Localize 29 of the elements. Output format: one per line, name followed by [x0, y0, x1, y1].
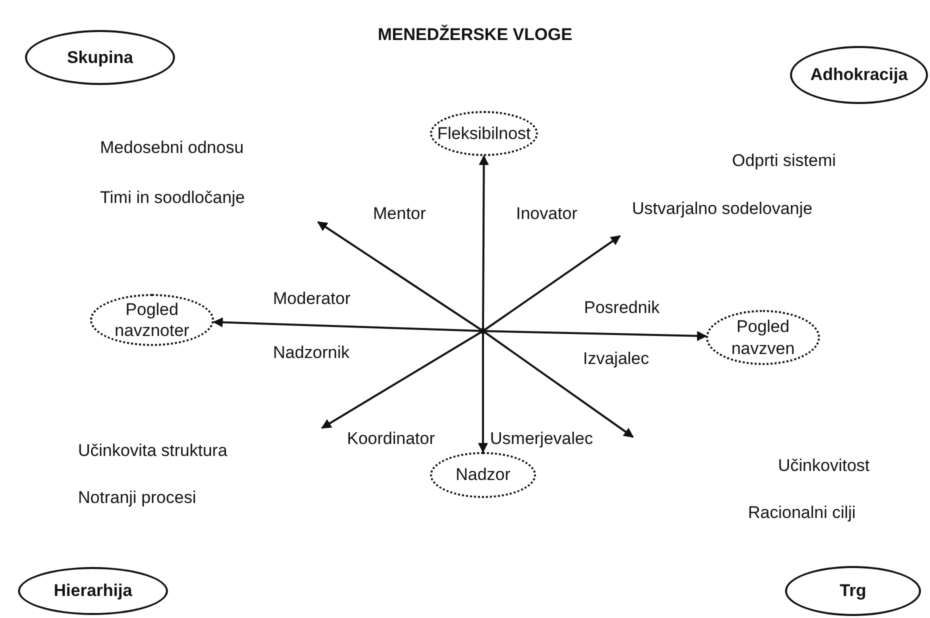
ellipse: Hierarhija — [18, 567, 168, 615]
dashed-ellipse: Pogled navznoter — [90, 294, 214, 346]
arrow — [482, 330, 634, 438]
label: Mentor — [373, 203, 426, 224]
label: Koordinator — [347, 428, 435, 450]
label: Odprti sistemi — [732, 150, 836, 172]
label: Notranji procesi — [78, 487, 196, 508]
arrow — [478, 331, 488, 453]
title: MENEDŽERSKE VLOGE — [376, 24, 574, 46]
label: Izvajalec — [583, 348, 650, 370]
ellipse: Adhokracija — [790, 46, 928, 104]
dashed-ellipse: Fleksibilnost — [430, 111, 538, 156]
label: Posrednik — [584, 297, 660, 318]
ellipse: Trg — [785, 566, 921, 616]
arrow — [482, 235, 621, 332]
label: Učinkovitost — [778, 455, 870, 476]
label: Medosebni odnosu — [100, 137, 244, 158]
label: Ustvarjalno sodelovanje — [632, 198, 812, 220]
label: Inovator — [516, 203, 578, 224]
label: Učinkovita struktura — [78, 440, 228, 462]
label: Usmerjevalec — [490, 428, 593, 450]
arrow — [478, 155, 489, 331]
label: Nadzornik — [273, 342, 350, 364]
label: Racionalni cilji — [748, 502, 856, 524]
label: Timi in soodločanje — [100, 187, 245, 208]
dashed-ellipse: Nadzor — [430, 452, 536, 498]
ellipse: Skupina — [25, 30, 175, 85]
label: Moderator — [273, 288, 350, 310]
dashed-ellipse: Pogled navzven — [706, 310, 820, 365]
